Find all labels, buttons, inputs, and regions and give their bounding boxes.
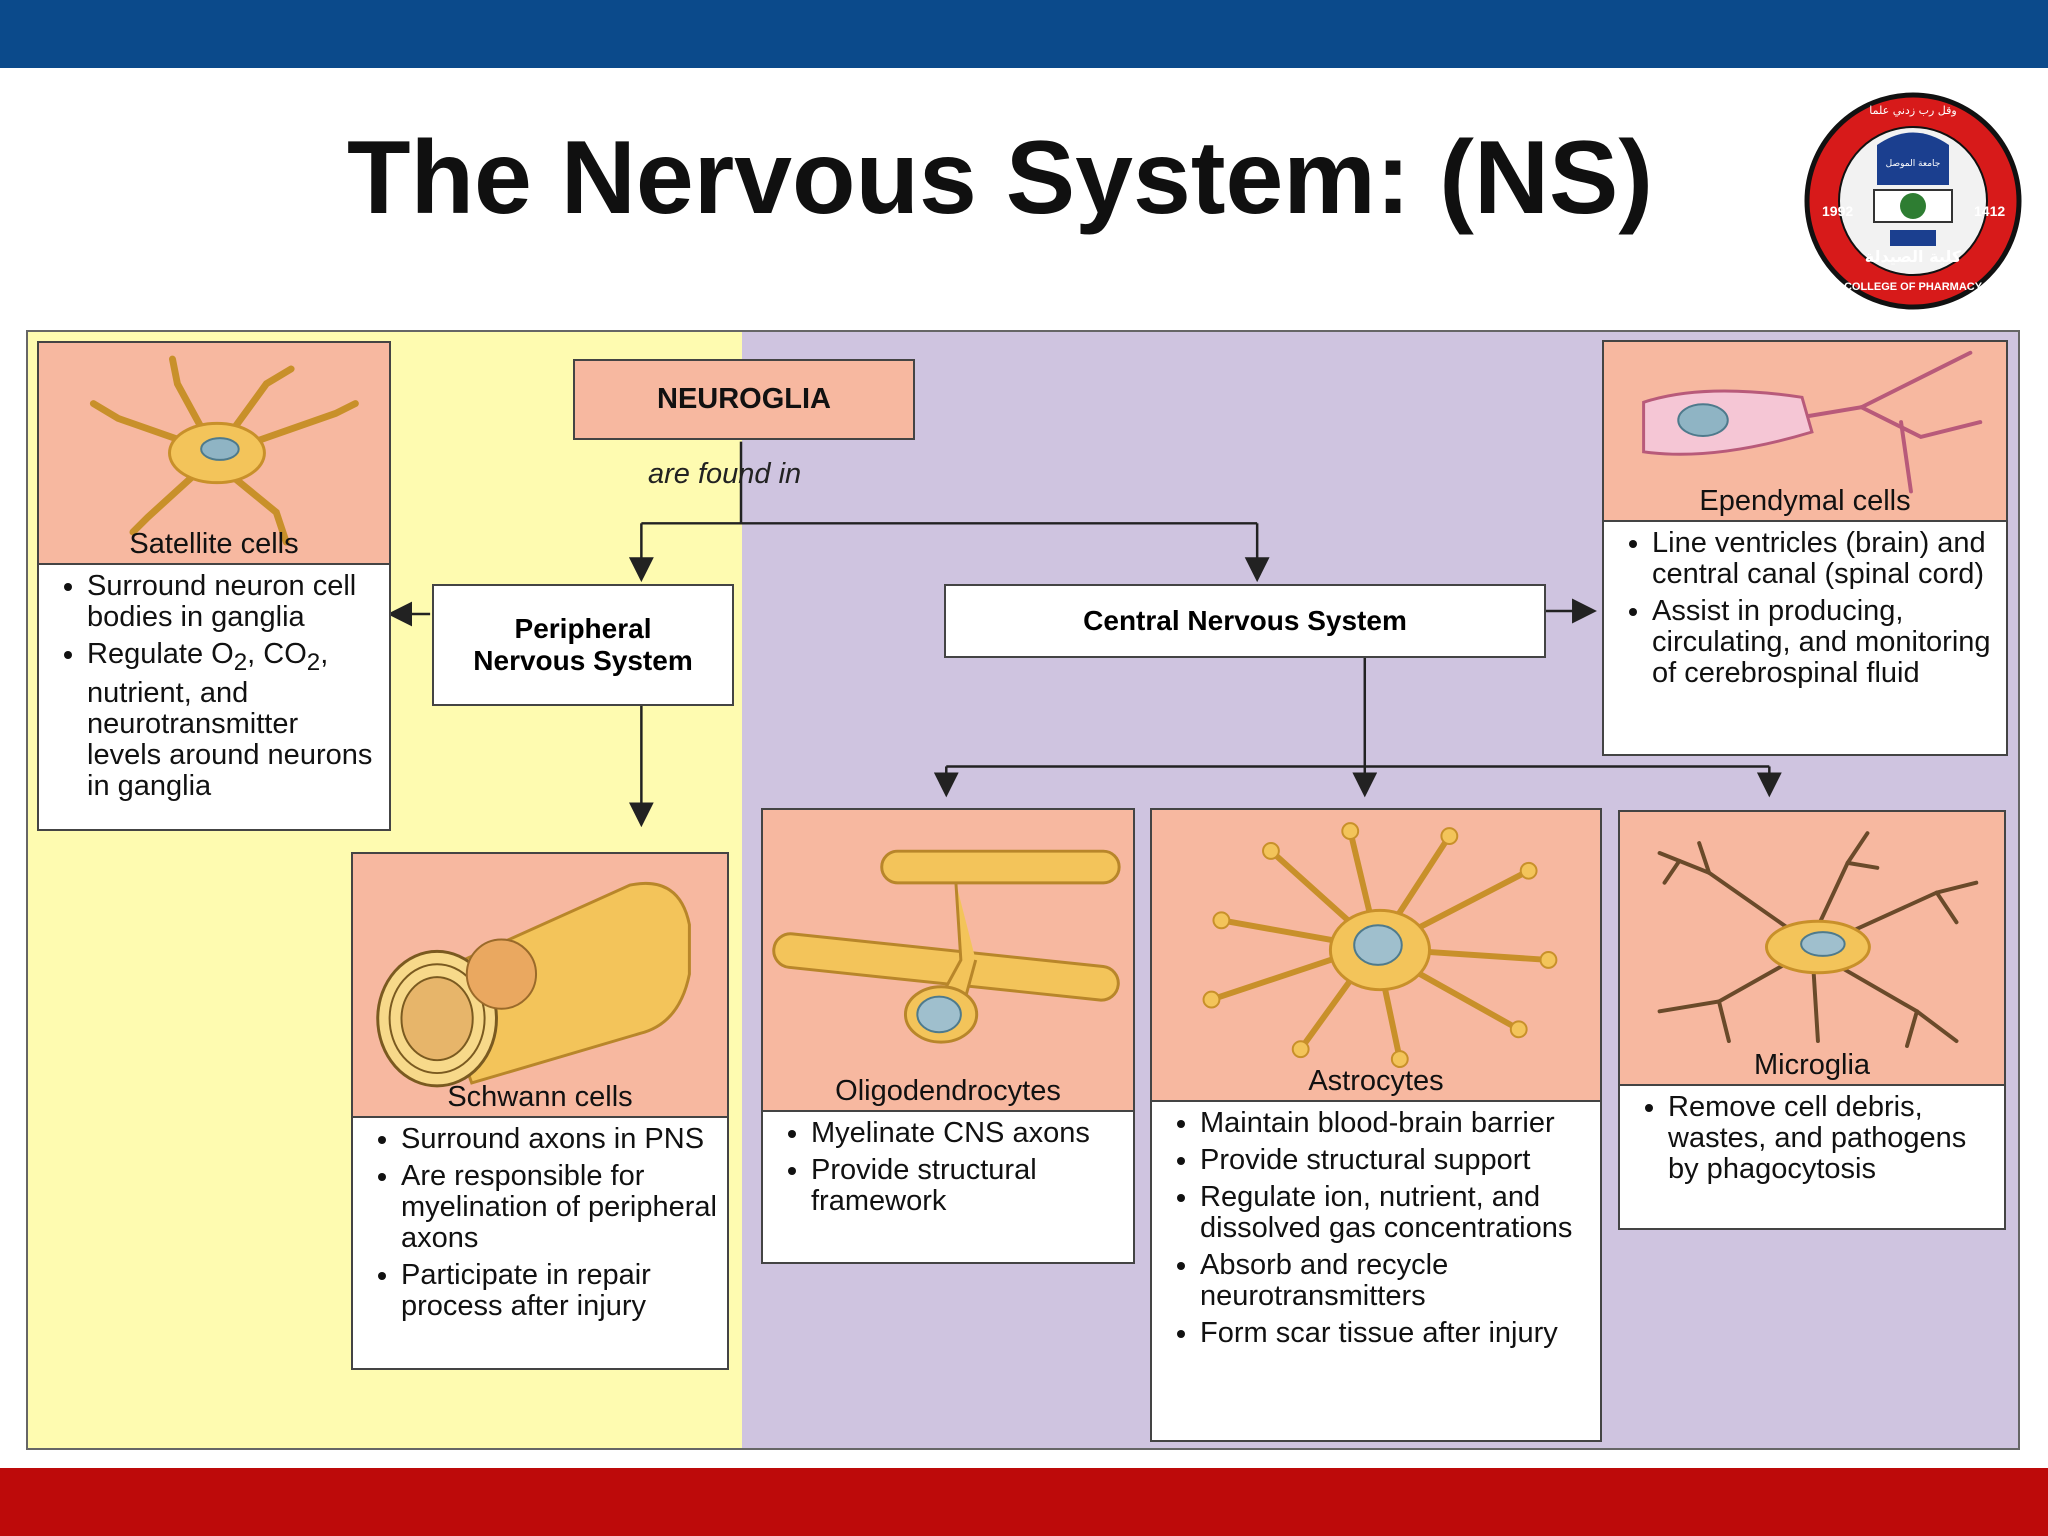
oligodendrocytes-label: Oligodendrocytes bbox=[835, 1075, 1061, 1107]
svg-text:1992: 1992 bbox=[1822, 203, 1853, 219]
astrocyte-image: Astrocytes bbox=[1152, 810, 1600, 1102]
satellite-bullets: Surround neuron cell bodies in ganglia R… bbox=[39, 565, 389, 829]
microglia-image: Microglia bbox=[1620, 812, 2004, 1086]
astrocytes-bullet-3: Regulate ion, nutrient, and dissolved ga… bbox=[1200, 1182, 1590, 1244]
slide-title: The Nervous System: (NS) bbox=[346, 120, 1654, 236]
schwann-bullet-3: Participate in repair process after inju… bbox=[401, 1260, 717, 1322]
microglia-label: Microglia bbox=[1753, 1049, 1871, 1081]
ependymal-bullet-2: Assist in producing, circulating, and mo… bbox=[1652, 596, 1996, 689]
astrocytes-card: Astrocytes Maintain blood-brain barrier … bbox=[1150, 808, 1602, 1442]
cns-box: Central Nervous System bbox=[944, 584, 1546, 658]
microglia-bullets: Remove cell debris, wastes, and pathogen… bbox=[1620, 1086, 2004, 1228]
svg-text:COLLEGE OF PHARMACY: COLLEGE OF PHARMACY bbox=[1844, 281, 1983, 293]
astrocytes-bullets: Maintain blood-brain barrier Provide str… bbox=[1152, 1102, 1600, 1440]
oligodendrocytes-bullet-2: Provide structural framework bbox=[811, 1155, 1123, 1217]
svg-text:1412: 1412 bbox=[1974, 203, 2005, 219]
pns-line1: Peripheral bbox=[514, 613, 652, 644]
oligodendrocytes-card: Oligodendrocytes Myelinate CNS axons Pro… bbox=[761, 808, 1135, 1264]
schwann-bullet-2: Are responsible for myelination of perip… bbox=[401, 1161, 717, 1254]
astrocytes-bullet-2: Provide structural support bbox=[1200, 1145, 1590, 1176]
neuroglia-diagram: NEUROGLIA are found in Peripheral Nervou… bbox=[26, 330, 2020, 1450]
svg-text:كلية الصيدلة: كلية الصيدلة bbox=[1865, 247, 1962, 266]
ependymal-bullet-1: Line ventricles (brain) and central cana… bbox=[1652, 528, 1996, 590]
astrocytes-bullet-1: Maintain blood-brain barrier bbox=[1200, 1108, 1590, 1139]
oligodendrocytes-bullets: Myelinate CNS axons Provide structural f… bbox=[763, 1112, 1133, 1262]
schwann-cell-image: Schwann cells bbox=[353, 854, 727, 1118]
ependymal-bullets: Line ventricles (brain) and central cana… bbox=[1604, 522, 2006, 754]
schwann-bullets: Surround axons in PNS Are responsible fo… bbox=[353, 1118, 727, 1368]
astrocytes-bullet-4: Absorb and recycle neurotransmitters bbox=[1200, 1250, 1590, 1312]
astrocytes-bullet-5: Form scar tissue after injury bbox=[1200, 1318, 1590, 1349]
satellite-bullet-1: Surround neuron cell bodies in ganglia bbox=[87, 571, 379, 633]
pns-line2: Nervous System bbox=[473, 645, 693, 676]
neuroglia-box: NEUROGLIA bbox=[573, 359, 915, 440]
ependymal-cells-card: Ependymal cells Line ventricles (brain) … bbox=[1602, 340, 2008, 756]
pns-box: Peripheral Nervous System bbox=[432, 584, 734, 706]
connector-arrows bbox=[387, 441, 1782, 828]
satellite-cells-card: Satellite cells Surround neuron cell bod… bbox=[37, 341, 391, 831]
microglia-card: Microglia Remove cell debris, wastes, an… bbox=[1618, 810, 2006, 1230]
schwann-cells-label: Schwann cells bbox=[447, 1081, 633, 1113]
astrocytes-label: Astrocytes bbox=[1308, 1065, 1444, 1097]
college-seal-icon: 1992 1412 وقل رب زدني علما جامعة الموصل … bbox=[1802, 90, 2024, 312]
microglia-bullet-1: Remove cell debris, wastes, and pathogen… bbox=[1668, 1092, 1994, 1185]
satellite-cell-image: Satellite cells bbox=[39, 343, 389, 565]
satellite-bullet-2: Regulate O2, CO2, nutrient, and neurotra… bbox=[87, 639, 379, 802]
top-color-bar bbox=[0, 0, 2048, 68]
ependymal-cells-label: Ependymal cells bbox=[1699, 485, 1911, 517]
satellite-cells-label: Satellite cells bbox=[129, 528, 299, 560]
bottom-color-bar bbox=[0, 1468, 2048, 1536]
oligodendrocyte-image: Oligodendrocytes bbox=[763, 810, 1133, 1112]
oligodendrocytes-bullet-1: Myelinate CNS axons bbox=[811, 1118, 1123, 1149]
schwann-bullet-1: Surround axons in PNS bbox=[401, 1124, 717, 1155]
schwann-cells-card: Schwann cells Surround axons in PNS Are … bbox=[351, 852, 729, 1370]
found-in-label: are found in bbox=[648, 458, 802, 490]
svg-text:وقل رب زدني علما: وقل رب زدني علما bbox=[1869, 104, 1956, 117]
ependymal-cell-image: Ependymal cells bbox=[1604, 342, 2006, 522]
svg-text:جامعة الموصل: جامعة الموصل bbox=[1886, 159, 1941, 169]
